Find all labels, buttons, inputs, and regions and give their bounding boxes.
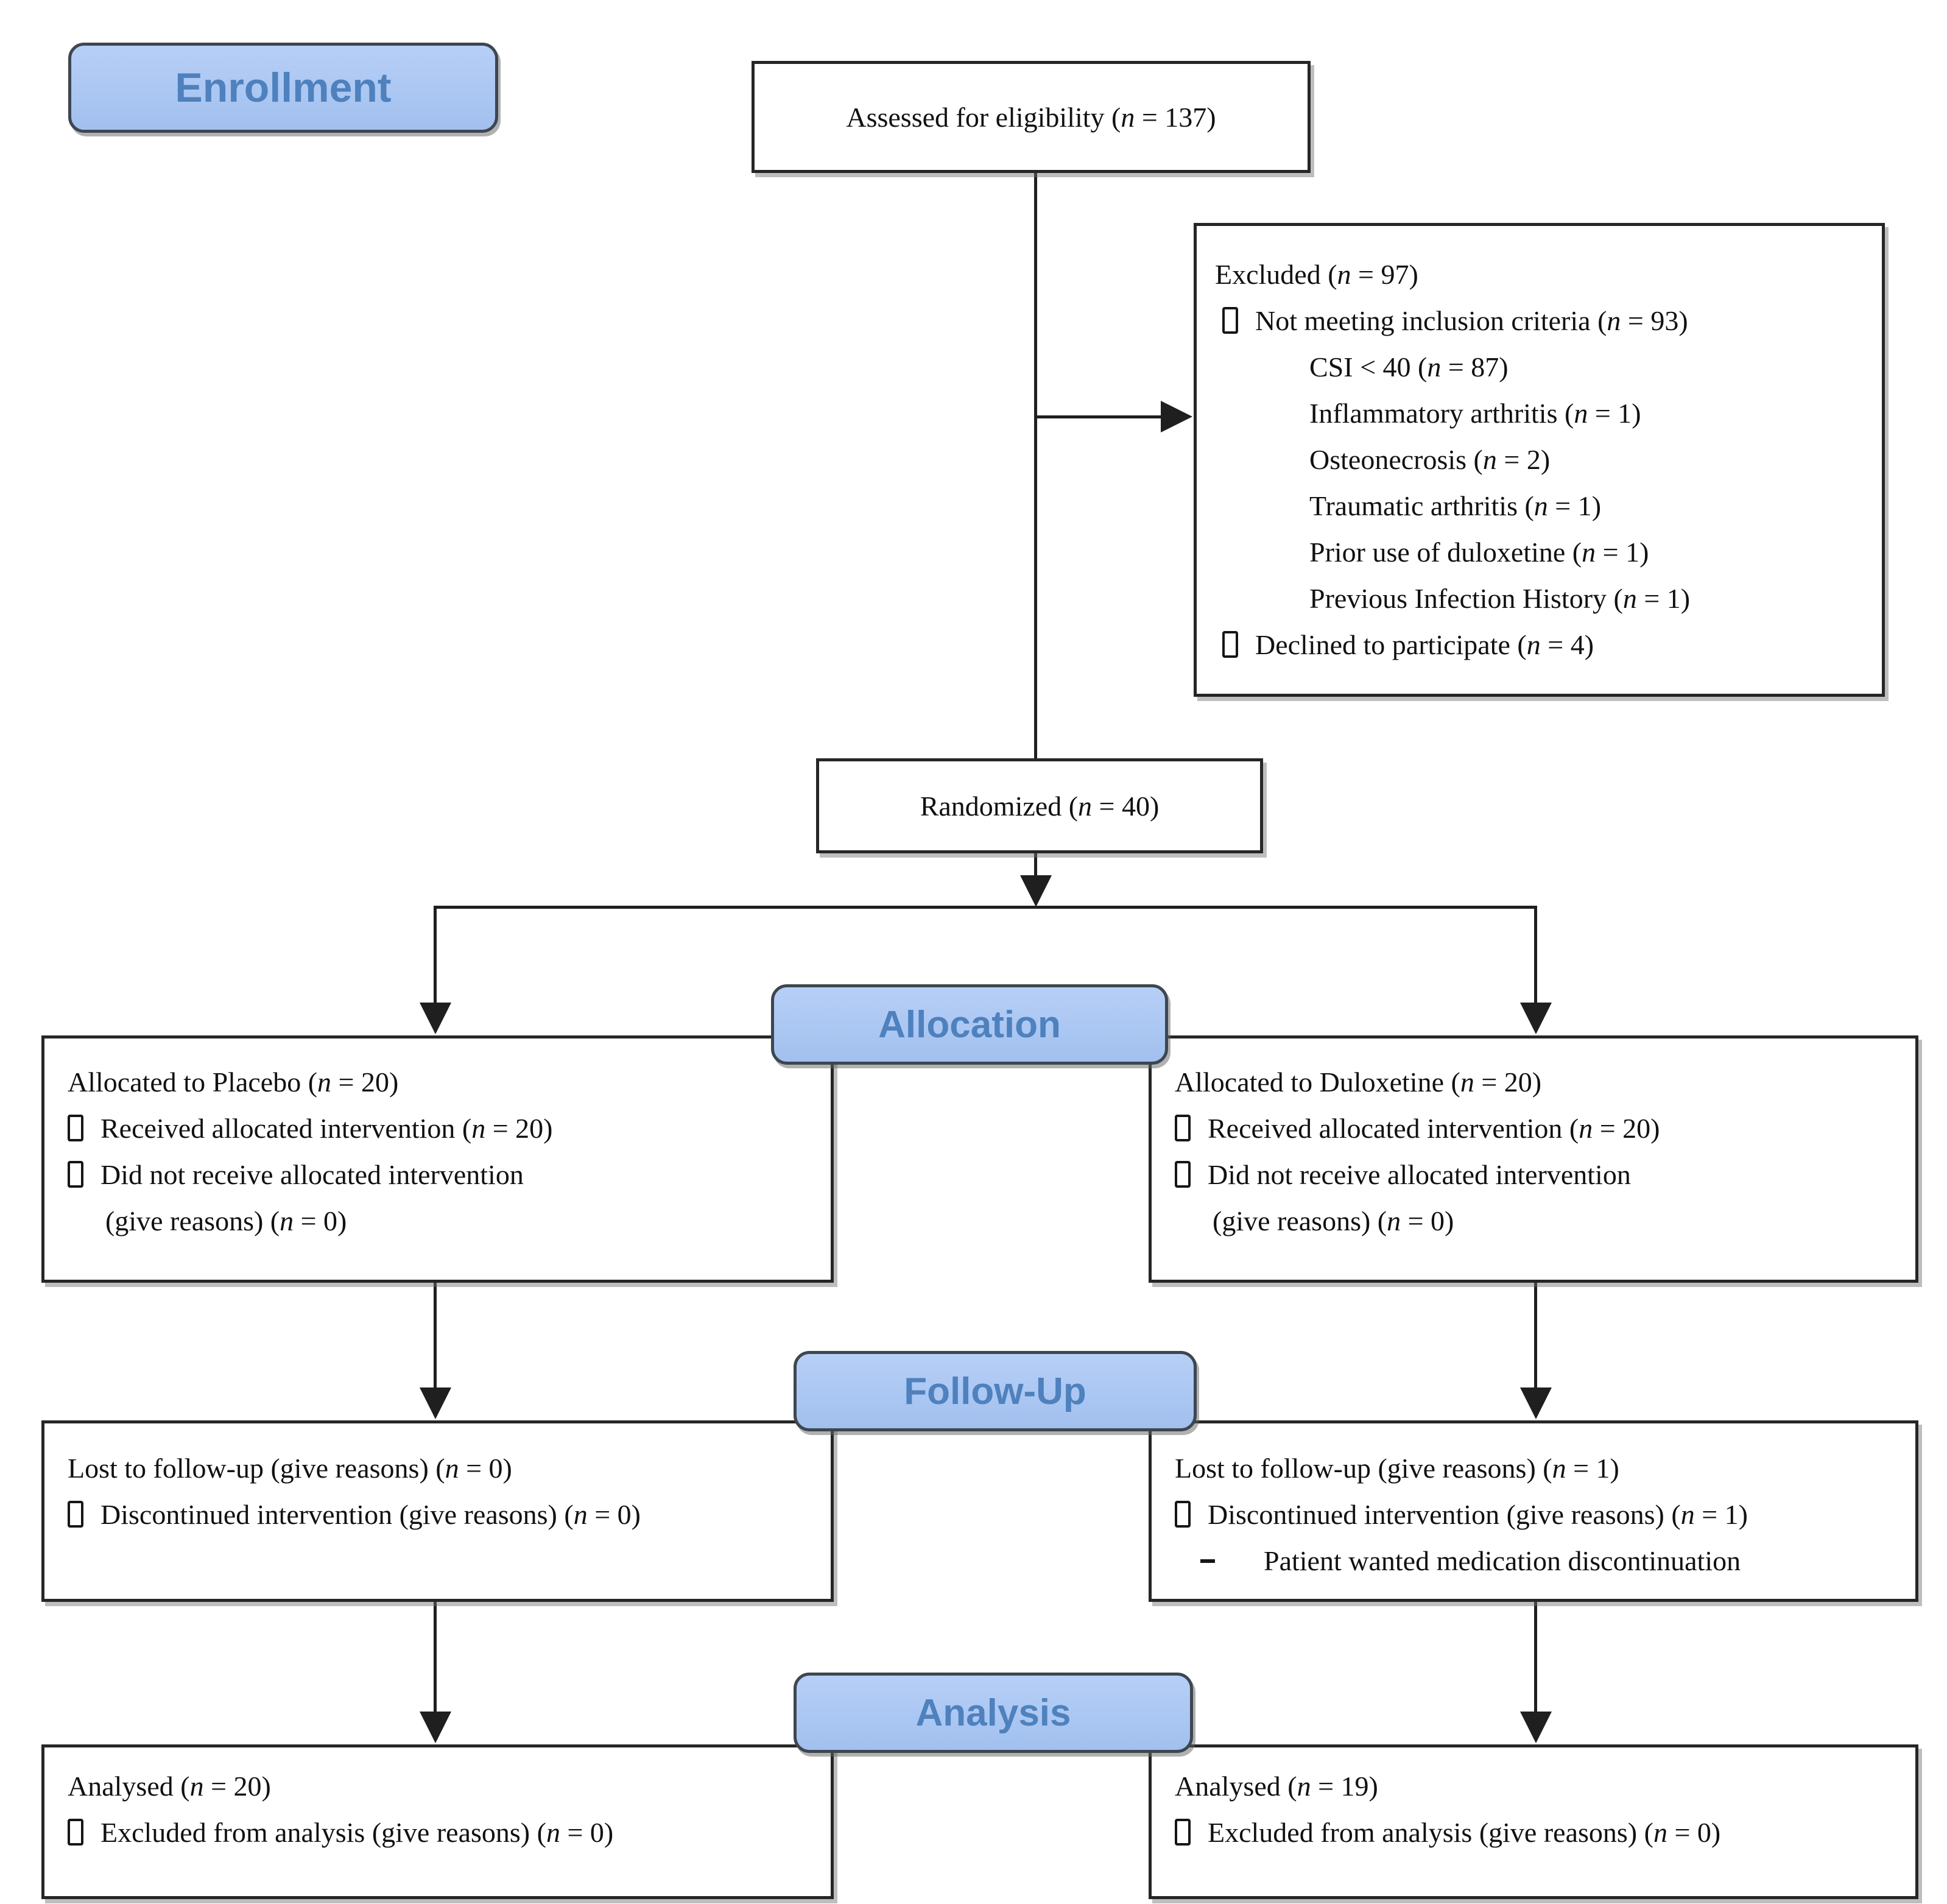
arrowhead-duloxetine-icon	[1520, 1003, 1552, 1034]
alloc-item-cont: (give reasons) (n = 0)	[1213, 1205, 1454, 1236]
arrowhead-placebo-icon	[420, 1003, 451, 1034]
excluded-reason: Declined to participate (n = 4)	[1255, 629, 1594, 660]
excluded-reason: Traumatic arthritis (n = 1)	[1309, 490, 1602, 521]
allocated-placebo-box: Allocated to Placebo (n = 20) Received a…	[41, 1035, 834, 1283]
allocated-duloxetine-box: Allocated to Duloxetine (n = 20) Receive…	[1149, 1035, 1918, 1283]
checkbox-icon	[1175, 1115, 1191, 1141]
line-followup-to-analysis-right	[1534, 1602, 1537, 1714]
arrowhead-excluded-icon	[1161, 401, 1192, 432]
followup-duloxetine-box: Lost to follow-up (give reasons) (n = 1)…	[1149, 1420, 1918, 1602]
followup-item: Discontinued intervention (give reasons)…	[1208, 1499, 1748, 1530]
line-alloc-to-followup-right	[1534, 1283, 1537, 1390]
analysis-placebo-box: Analysed (n = 20) Excluded from analysis…	[41, 1744, 834, 1899]
line-split-horizontal	[434, 906, 1537, 909]
checkbox-icon	[1222, 307, 1238, 334]
analysis-text: Analysed (n = 19)	[1175, 1771, 1378, 1802]
line-randomized-to-split	[1034, 853, 1037, 878]
excluded-box: Excluded (n = 97) Not meeting inclusion …	[1194, 223, 1885, 697]
arrowhead-analysis-right-icon	[1520, 1712, 1552, 1743]
checkbox-icon	[1175, 1819, 1191, 1846]
excluded-reason: Previous Infection History (n = 1)	[1309, 583, 1691, 614]
alloc-item: Did not receive allocated intervention	[1208, 1159, 1631, 1190]
analysis-item: Excluded from analysis (give reasons) (n…	[1208, 1817, 1721, 1848]
alloc-item: Received allocated intervention (n = 20)	[1208, 1113, 1660, 1144]
followup-placebo-box: Lost to follow-up (give reasons) (n = 0)…	[41, 1420, 834, 1602]
checkbox-icon	[68, 1115, 83, 1141]
excluded-reason: Prior use of duloxetine (n = 1)	[1309, 537, 1649, 568]
excluded-reason: Not meeting inclusion criteria (n = 93)	[1255, 305, 1688, 336]
arrowhead-followup-left-icon	[420, 1387, 451, 1419]
line-assessed-to-randomized	[1034, 173, 1037, 760]
excluded-reason: Inflammatory arthritis (n = 1)	[1309, 398, 1641, 429]
phase-label-analysis: Analysis	[794, 1673, 1193, 1753]
randomized-text: Randomized (n = 40)	[920, 790, 1160, 822]
phase-label-allocation: Allocation	[771, 984, 1168, 1065]
alloc-item: Received allocated intervention (n = 20)	[100, 1113, 553, 1144]
assessed-text: Assessed for eligibility (n = 137)	[846, 101, 1216, 133]
line-split-to-duloxetine	[1534, 907, 1537, 1006]
checkbox-icon	[68, 1819, 83, 1846]
excluded-reason: CSI < 40 (n = 87)	[1309, 351, 1509, 383]
followup-item: Discontinued intervention (give reasons)…	[100, 1499, 641, 1530]
alloc-item: Did not receive allocated intervention	[100, 1159, 524, 1190]
checkbox-icon	[1175, 1161, 1191, 1188]
analysis-item: Excluded from analysis (give reasons) (n…	[100, 1817, 614, 1848]
followup-text: Lost to follow-up (give reasons) (n = 1)	[1175, 1453, 1619, 1484]
arrowhead-followup-right-icon	[1520, 1387, 1552, 1419]
excluded-reason: Osteonecrosis (n = 2)	[1309, 444, 1551, 475]
analysis-text: Analysed (n = 20)	[68, 1771, 271, 1802]
dash-bullet-icon	[1200, 1559, 1215, 1563]
line-alloc-to-followup-left	[434, 1283, 437, 1390]
checkbox-icon	[68, 1161, 83, 1188]
checkbox-icon	[68, 1501, 83, 1528]
phase-label-enrollment: Enrollment	[68, 43, 498, 133]
checkbox-icon	[1222, 631, 1238, 658]
randomized-box: Randomized (n = 40)	[816, 758, 1263, 853]
alloc-text: Allocated to Placebo (n = 20)	[68, 1067, 399, 1098]
checkbox-icon	[1175, 1501, 1191, 1528]
line-branch-to-excluded	[1035, 415, 1166, 418]
assessed-box: Assessed for eligibility (n = 137)	[752, 61, 1311, 173]
phase-label-followup: Follow-Up	[794, 1351, 1197, 1431]
arrowhead-split-icon	[1020, 875, 1052, 907]
alloc-item-cont: (give reasons) (n = 0)	[105, 1205, 347, 1236]
arrowhead-analysis-left-icon	[420, 1712, 451, 1743]
analysis-duloxetine-box: Analysed (n = 19) Excluded from analysis…	[1149, 1744, 1918, 1899]
alloc-text: Allocated to Duloxetine (n = 20)	[1175, 1067, 1542, 1098]
followup-text: Lost to follow-up (give reasons) (n = 0)	[68, 1453, 512, 1484]
line-split-to-placebo	[434, 907, 437, 1006]
excluded-text: Excluded (n = 97)	[1215, 259, 1418, 290]
line-followup-to-analysis-left	[434, 1602, 437, 1714]
followup-reason: Patient wanted medication discontinuatio…	[1264, 1545, 1741, 1576]
